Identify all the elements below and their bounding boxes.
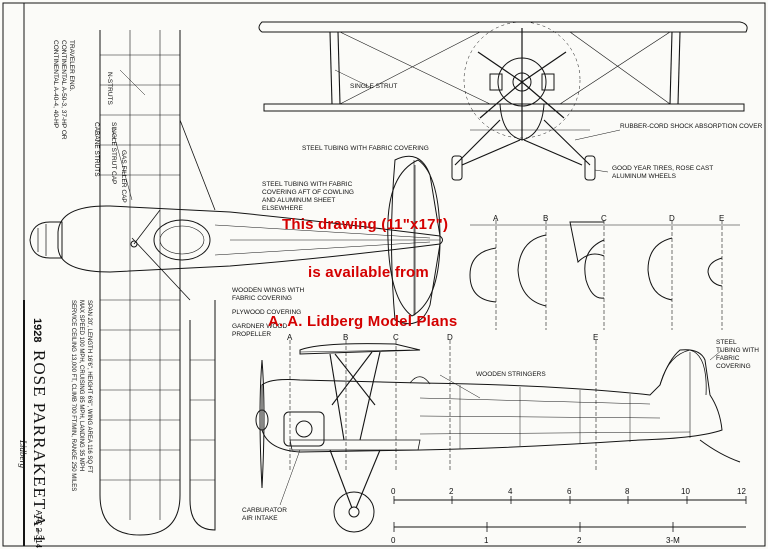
title-year: 1928 [31, 318, 43, 342]
scale-top-6: 6 [567, 487, 572, 496]
front-wheel-left [451, 155, 463, 181]
engine-note-1: TRAVELER ENG. [68, 40, 75, 92]
plan-tailplane [391, 155, 441, 325]
plan-nose [29, 221, 63, 259]
plan-wing-left [99, 30, 181, 536]
airfoil-profile [387, 159, 441, 317]
scale-top-4: 4 [508, 487, 513, 496]
plan-view [29, 30, 443, 536]
label-goodyear-2: ALUMINUM WHEELS [612, 173, 677, 180]
scale-bottom-2: 2 [577, 536, 582, 545]
side-letter-e: E [593, 333, 598, 342]
scale-top-12: 12 [737, 487, 746, 496]
label-single-strut-cap: SINGLE STRUT CAP [110, 122, 117, 184]
label-steel-aft-3: AND ALUMINUM SHEET [262, 197, 335, 204]
label-propeller-2: PROPELLER [232, 331, 271, 338]
plan-lower-wing [189, 300, 216, 531]
scale-bottom-3m: 3-M [666, 536, 680, 545]
specs-note-3: SERVICE CEILING 13,000 FT, CLIMB 700 FT/… [70, 300, 76, 491]
side-letter-d: D [447, 333, 453, 342]
label-gas-filler: GAS FILLER CAP [120, 150, 127, 203]
label-carb-2: AIR INTAKE [242, 515, 278, 522]
label-single-strut: SINGLE STRUT [350, 83, 397, 90]
label-wooden-stringers: WOODEN STRINGERS [476, 371, 546, 378]
label-steel-aft-4: ELSEWHERE [262, 205, 303, 212]
label-steel-fabric: STEEL TUBING WITH FABRIC COVERING [302, 145, 429, 152]
side-propeller [259, 359, 265, 489]
scale-top-0: 0 [391, 487, 396, 496]
section-letter-e: E [719, 214, 724, 223]
cross-sections [469, 220, 740, 330]
section-b [517, 234, 547, 307]
label-steel-aft-2: COVERING AFT OF COWLING [262, 189, 354, 196]
label-steel-tail-2: TUBING WITH [716, 347, 759, 354]
plan-cockpit [153, 219, 211, 261]
section-letter-d: D [669, 214, 675, 223]
label-goodyear-1: GOOD YEAR TIRES, ROSE CAST [612, 165, 713, 172]
section-a [469, 247, 497, 303]
scale-bottom-1: 1 [484, 536, 489, 545]
side-letter-b: B [343, 333, 348, 342]
overlay-line-1: This drawing (11"x17") [282, 216, 449, 233]
scale-bars [393, 496, 747, 532]
label-steel-tail-4: COVERING [716, 363, 751, 370]
engine-note-2: CONTINENTAL A-50-3, 37-HP OR [60, 40, 67, 140]
label-steel-aft-1: STEEL TUBING WITH FABRIC [262, 181, 353, 188]
side-letter-a: A [287, 333, 293, 342]
label-rubber-cord: RUBBER-CORD SHOCK ABSORPTION COVER [620, 123, 763, 130]
title-name: ROSE PARRAKEET A-1 [30, 350, 49, 544]
label-plywood: PLYWOOD COVERING [232, 309, 301, 316]
signature: Lidberg [18, 439, 28, 469]
label-cabane: CABANE STRUTS [93, 122, 100, 177]
side-upper-wing [299, 343, 421, 355]
side-fuselage [261, 349, 723, 453]
label-steel-tail-3: FABRIC [716, 355, 740, 362]
title-atc: ATC 2-314 [34, 510, 43, 549]
engine-note-3: CONTINENTAL A-40-4, 40-HP [52, 40, 59, 128]
side-engine [283, 411, 325, 447]
side-lower-wing [289, 439, 421, 451]
label-propeller-1: GARDNER WOOD [232, 323, 288, 330]
scale-top-2: 2 [449, 487, 454, 496]
section-d [647, 237, 673, 301]
front-wheel-right [584, 155, 596, 181]
specs-note-2: MAX SPEED 100 MPH, CRUISING 85 MPH, LAND… [78, 300, 84, 471]
side-letter-c: C [393, 333, 399, 342]
front-upper-wing [258, 21, 748, 33]
section-letter-a: A [493, 214, 499, 223]
plan-fuselage [57, 205, 443, 273]
overlay-line-2: is available from [308, 264, 429, 281]
section-letter-b: B [543, 214, 548, 223]
scale-bottom-0: 0 [391, 536, 396, 545]
label-carb-1: CARBURATOR [242, 507, 287, 514]
section-letter-c: C [601, 214, 607, 223]
side-view [255, 340, 741, 533]
label-wooden-wings-2: FABRIC COVERING [232, 295, 292, 302]
label-n-struts: N-STRUTS [106, 72, 113, 106]
section-e [707, 257, 723, 287]
side-wheel [333, 491, 375, 533]
front-lower-wing [263, 103, 745, 112]
scale-top-10: 10 [681, 487, 690, 496]
specs-note-1: SPAN 20', LENGTH 16'6", HEIGHT 6'6", WIN… [86, 300, 92, 473]
front-view [258, 21, 748, 181]
scale-top-8: 8 [625, 487, 630, 496]
label-steel-tail-1: STEEL [716, 339, 737, 346]
label-wooden-wings-1: WOODEN WINGS WITH [232, 287, 305, 294]
overlay-line-3: A. A. Lidberg Model Plans [268, 313, 458, 330]
